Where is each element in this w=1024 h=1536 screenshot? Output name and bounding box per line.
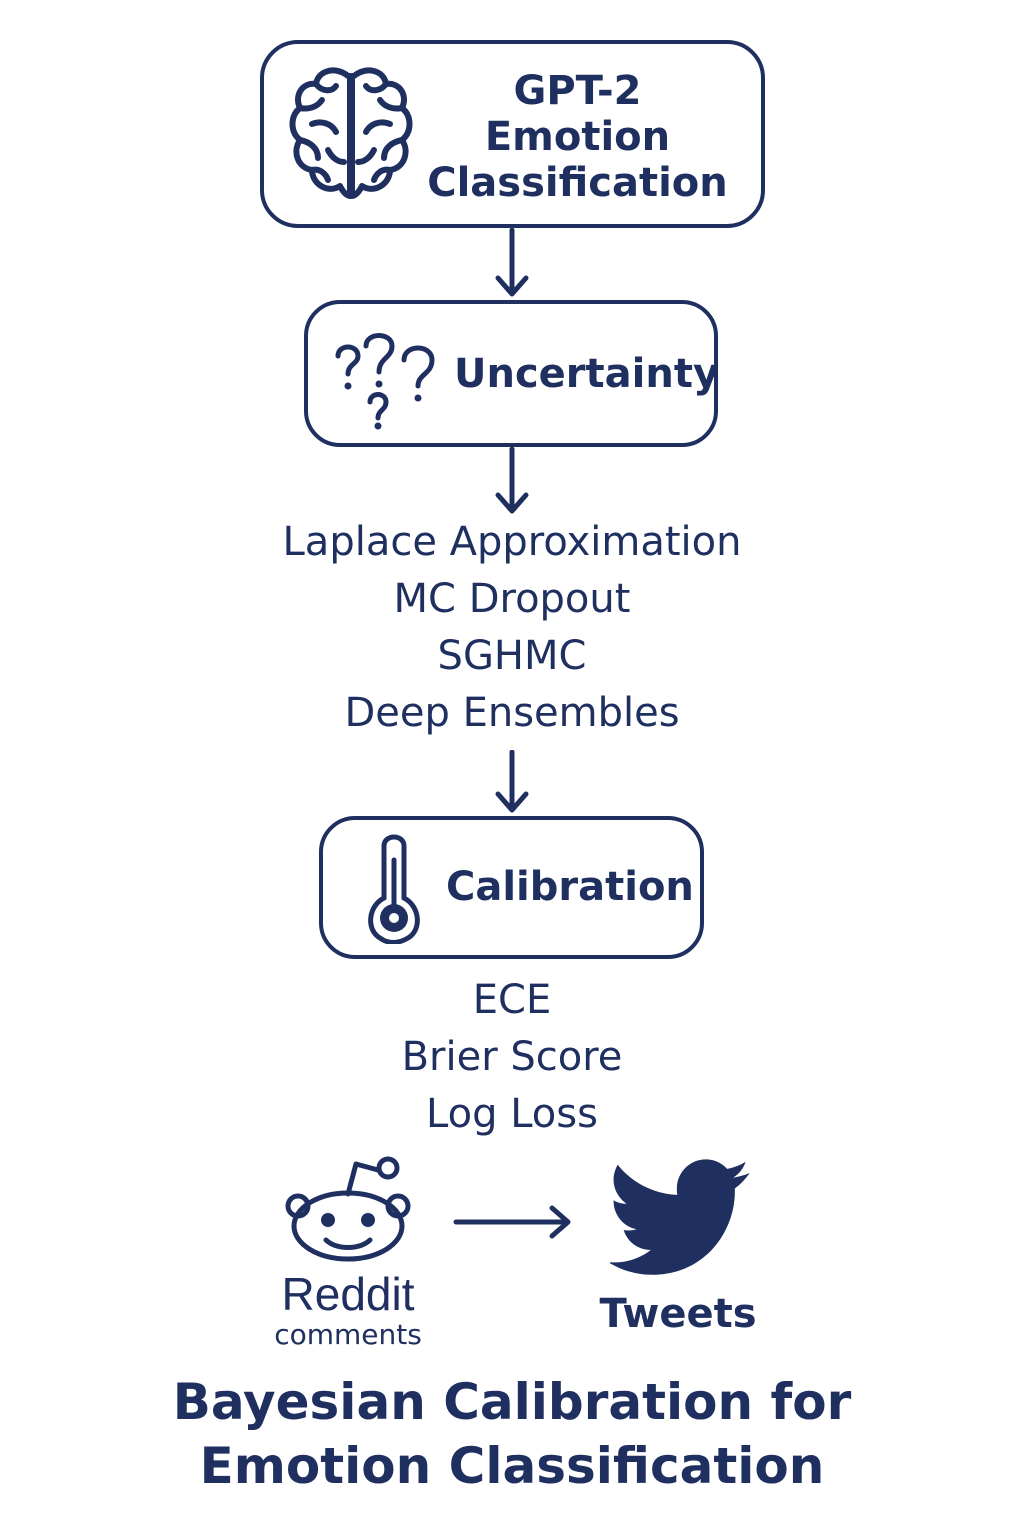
reddit-sublabel: comments (274, 1318, 422, 1351)
method-item: MC Dropout (393, 576, 631, 622)
calibration-label: Calibration (446, 864, 694, 910)
arrow-down-1 (495, 228, 529, 297)
method-item: SGHMC (437, 633, 587, 679)
uncertainty-box (304, 300, 718, 447)
title-line-2: Emotion Classification (199, 1437, 825, 1495)
title-line-1: Bayesian Calibration for (172, 1373, 852, 1431)
model-title-line-1: GPT-2 (513, 68, 642, 114)
methods-list: Laplace Approximation MC Dropout SGHMC D… (0, 514, 1024, 742)
model-title-line-3: Classification (427, 160, 728, 206)
model-title-line-2: Emotion (484, 114, 671, 160)
brain-icon (289, 67, 413, 199)
question-marks-icon (335, 333, 435, 430)
reddit-label: Reddit (281, 1268, 415, 1320)
tweets-label: Tweets (599, 1291, 757, 1337)
arrow-down-2 (495, 447, 529, 514)
metrics-list: ECE Brier Score Log Loss (0, 972, 1024, 1143)
metric-item: Brier Score (401, 1034, 623, 1080)
diagram-title: Bayesian Calibration for Emotion Classif… (0, 1370, 1024, 1498)
uncertainty-label: Uncertainty (454, 351, 720, 397)
reddit-icon (285, 1156, 411, 1262)
metric-item: Log Loss (426, 1091, 598, 1137)
arrow-down-3 (495, 750, 529, 813)
method-item: Laplace Approximation (282, 519, 742, 565)
metric-item: ECE (472, 977, 552, 1023)
twitter-bird-icon (610, 1159, 750, 1275)
method-item: Deep Ensembles (344, 690, 680, 736)
thermometer-icon (368, 834, 420, 944)
model-box-title: GPT-2 Emotion Classification (420, 68, 735, 206)
arrow-right (453, 1205, 571, 1239)
